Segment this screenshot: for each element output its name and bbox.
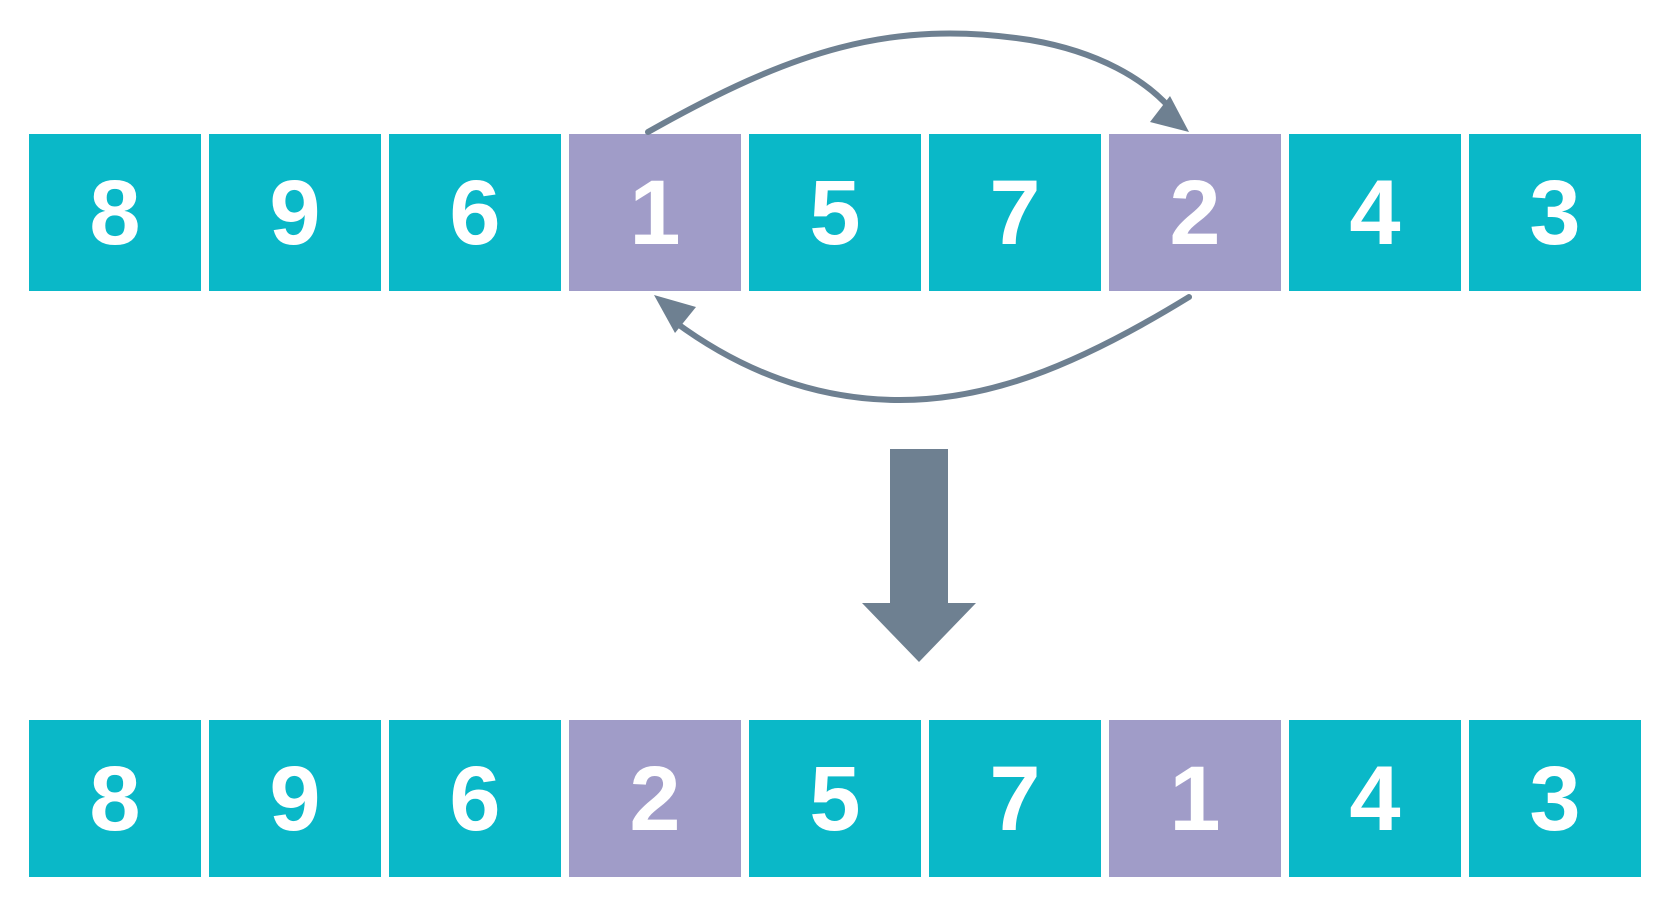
array-cell-swapped: 2 [1109, 134, 1281, 291]
array-cell: 5 [749, 134, 921, 291]
array-cell-swapped: 1 [1109, 720, 1281, 877]
array-cell: 6 [389, 134, 561, 291]
array-cell: 4 [1289, 720, 1461, 877]
array-cell-swapped: 1 [569, 134, 741, 291]
array-cell: 4 [1289, 134, 1461, 291]
array-cell: 7 [929, 720, 1101, 877]
curved-arrow-left-icon [654, 294, 1192, 404]
array-cell: 9 [209, 720, 381, 877]
down-arrow-icon [862, 449, 976, 662]
array-cell: 5 [749, 720, 921, 877]
array-after: 8 9 6 2 5 7 1 4 3 [29, 720, 1641, 877]
array-cell: 7 [929, 134, 1101, 291]
array-before: 8 9 6 1 5 7 2 4 3 [29, 134, 1641, 291]
array-cell: 3 [1469, 134, 1641, 291]
array-cell: 8 [29, 720, 201, 877]
array-cell: 9 [209, 134, 381, 291]
array-cell: 8 [29, 134, 201, 291]
array-cell: 3 [1469, 720, 1641, 877]
curved-arrow-right-icon [645, 30, 1189, 135]
array-cell: 6 [389, 720, 561, 877]
array-cell-swapped: 2 [569, 720, 741, 877]
